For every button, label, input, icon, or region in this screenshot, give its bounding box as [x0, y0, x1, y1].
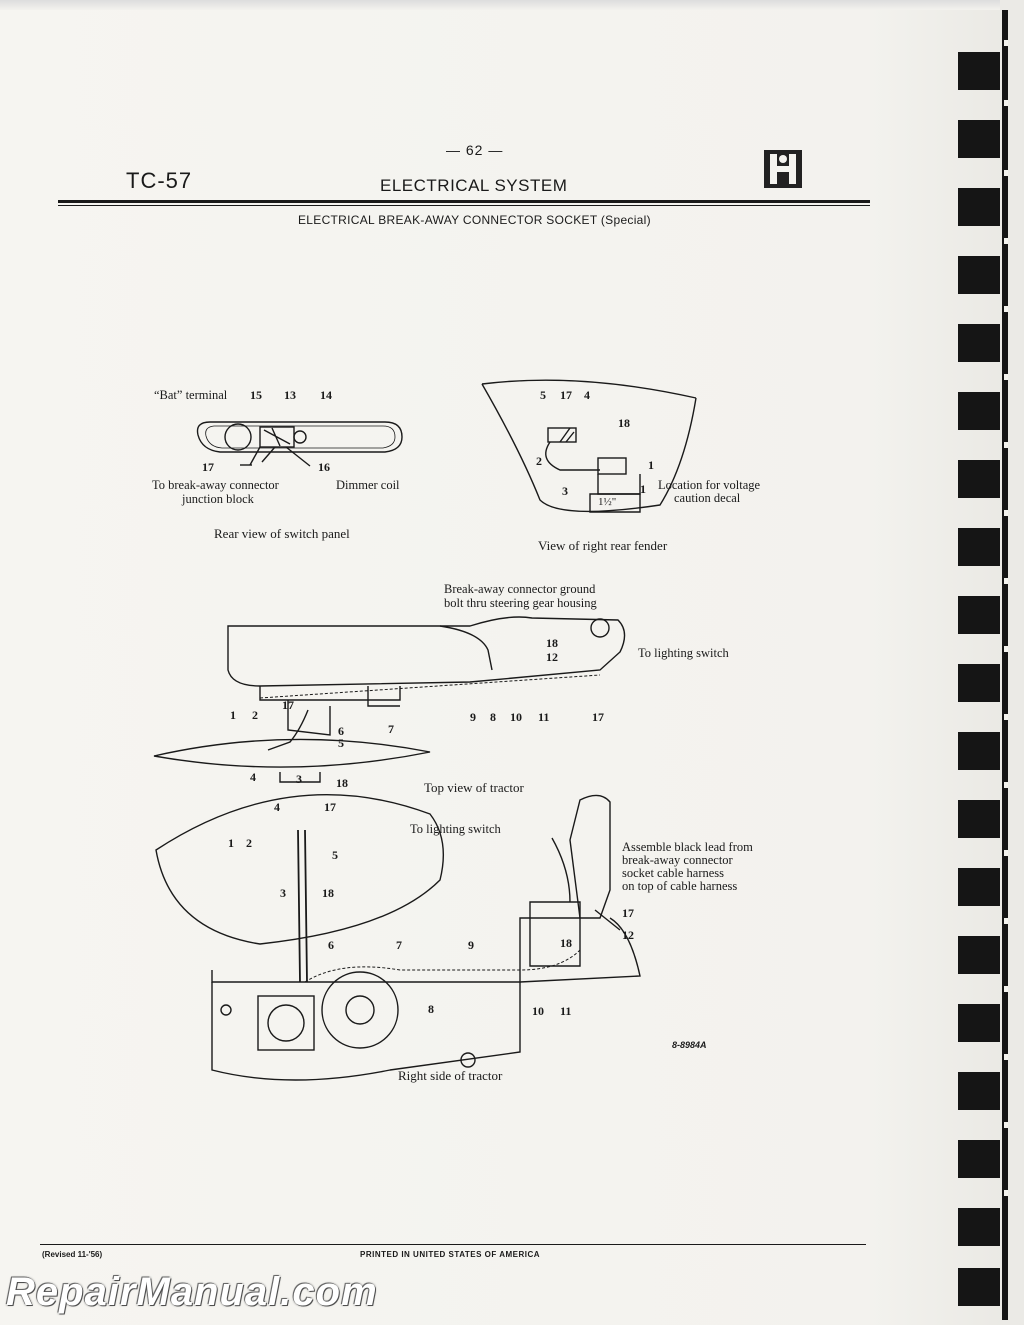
rear-fender-caption: View of right rear fender — [538, 538, 668, 553]
location-label-line2: caution decal — [674, 491, 741, 505]
page-subtitle: ELECTRICAL BREAK-AWAY CONNECTOR SOCKET (… — [298, 213, 651, 227]
to-lighting-switch-label-2: To lighting switch — [410, 822, 501, 836]
callout-number: 11 — [538, 710, 550, 724]
header-rule-thin — [58, 205, 870, 206]
header-rule — [58, 200, 870, 203]
callout-number: 1 — [228, 836, 234, 850]
right-side-drawing — [155, 794, 641, 1081]
callout-number: 5 — [540, 388, 546, 402]
rear-fender-drawing — [481, 379, 697, 513]
callout-number: 7 — [396, 938, 402, 952]
ground-bolt-label-line1: Break-away connector ground — [444, 582, 596, 596]
page-number: — 62 — — [446, 142, 504, 158]
bat-terminal-label: “Bat” terminal — [154, 388, 228, 402]
callout-number: 17 — [622, 906, 634, 920]
watermark: RepairManual.com — [6, 1270, 378, 1314]
callout-number: 6 — [338, 724, 344, 738]
footer-rule — [40, 1244, 866, 1245]
switch-panel-drawing — [196, 421, 403, 467]
assemble-label-line3: socket cable harness — [622, 866, 725, 880]
callout-number: 11 — [560, 1004, 572, 1018]
callout-number: 3 — [562, 484, 568, 498]
ih-logo-icon — [764, 150, 802, 188]
callout-number: 18 — [560, 936, 572, 950]
callout-number: 12 — [546, 650, 558, 664]
callout-number: 17 — [202, 460, 214, 474]
top-view-drawing — [153, 616, 626, 783]
dimmer-coil-label: Dimmer coil — [336, 478, 400, 492]
section-title: ELECTRICAL SYSTEM — [380, 176, 568, 195]
callout-number: 3 — [280, 886, 286, 900]
callout-number: 15 — [250, 388, 262, 402]
callout-number: 10 — [510, 710, 522, 724]
callout-number: 18 — [336, 776, 348, 790]
callout-number: 2 — [246, 836, 252, 850]
spiral-binding — [958, 0, 1024, 1325]
to-lighting-switch-label: To lighting switch — [638, 646, 729, 660]
printed-note: PRINTED IN UNITED STATES OF AMERICA — [360, 1250, 541, 1259]
callout-number: 7 — [388, 722, 394, 736]
callout-number: 1 — [230, 708, 236, 722]
dimension-label: 1½" — [598, 496, 617, 508]
ground-bolt-label-line2: bolt thru steering gear housing — [444, 596, 597, 610]
wiring-diagram: “Bat” terminal 15 13 14 16 17 To break-a… — [140, 370, 800, 1090]
callout-number: 14 — [320, 388, 332, 402]
page-top-edge — [0, 0, 1024, 10]
assemble-label-line2: break-away connector — [622, 853, 733, 867]
callout-number: 18 — [322, 886, 334, 900]
callout-number: 17 — [560, 388, 572, 402]
diagram-drawing — [153, 379, 697, 1081]
to-junction-label-line2: junction block — [182, 492, 254, 506]
callout-number: 10 — [532, 1004, 544, 1018]
to-junction-label-line1: To break-away connector — [152, 478, 279, 492]
callout-number: 18 — [546, 636, 558, 650]
callout-number: 17 — [592, 710, 604, 724]
callout-number: 1 — [648, 458, 654, 472]
assemble-label-line1: Assemble black lead from — [622, 840, 753, 854]
callout-number: 8 — [428, 1002, 434, 1016]
callout-number: 1 — [640, 482, 646, 496]
location-label-line1: Location for voltage — [658, 478, 761, 492]
right-side-caption: Right side of tractor — [398, 1068, 503, 1083]
callout-number: 16 — [318, 460, 330, 474]
callout-number: 5 — [332, 848, 338, 862]
figure-code: 8-8984A — [672, 1040, 707, 1050]
callout-number: 2 — [536, 454, 542, 468]
callout-number: 5 — [338, 736, 344, 750]
callout-number: 9 — [468, 938, 474, 952]
callout-number: 4 — [584, 388, 590, 402]
callout-number: 4 — [274, 800, 280, 814]
callout-number: 17 — [282, 698, 294, 712]
callout-number: 12 — [622, 928, 634, 942]
callout-number: 3 — [296, 772, 302, 786]
assemble-label-line4: on top of cable harness — [622, 879, 738, 893]
callout-number: 8 — [490, 710, 496, 724]
callout-number: 2 — [252, 708, 258, 722]
callout-number: 9 — [470, 710, 476, 724]
callout-number: 6 — [328, 938, 334, 952]
switch-panel-caption: Rear view of switch panel — [214, 526, 350, 541]
callout-number: 4 — [250, 770, 256, 784]
revision-note: (Revised 11-'56) — [42, 1250, 103, 1259]
section-code: TC-57 — [126, 168, 193, 193]
callout-number: 18 — [618, 416, 630, 430]
top-view-caption: Top view of tractor — [424, 780, 524, 795]
callout-number: 17 — [324, 800, 336, 814]
callout-number: 13 — [284, 388, 296, 402]
